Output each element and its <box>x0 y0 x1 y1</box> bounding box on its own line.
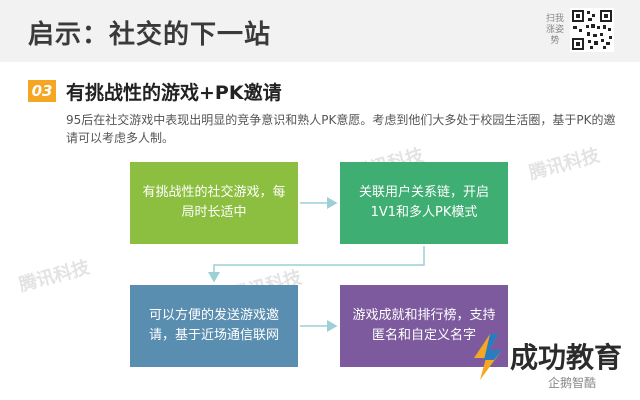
section-number: 03 <box>28 80 56 102</box>
logo-icon <box>474 334 502 380</box>
flow-box-challenge-game: 有挑战性的社交游戏，每局时长适中 <box>130 162 298 244</box>
logo-subtitle: 企鹅智酷 <box>548 376 597 390</box>
qr-code-icon <box>570 8 614 52</box>
watermark: 腾讯科技 <box>16 256 92 296</box>
section-title: 有挑战性的游戏+PK邀请 <box>66 82 282 104</box>
flow-box-invite: 可以方便的发送游戏邀请，基于近场通信联网 <box>130 285 298 367</box>
flow-box-pk-mode: 关联用户关系链，开启1V1和多人PK模式 <box>340 162 508 244</box>
section-description: 95后在社交游戏中表现出明显的竞争意识和熟人PK意愿。考虑到他们大多处于校园生活… <box>66 113 616 145</box>
qr-caption: 扫我涨姿势 <box>545 14 564 46</box>
logo-name: 成功教育 <box>510 341 623 374</box>
header-bar: 启示：社交的下一站 扫我涨姿势 <box>0 0 640 62</box>
page-title: 启示：社交的下一站 <box>28 20 272 50</box>
watermark: 腾讯科技 <box>526 144 602 184</box>
